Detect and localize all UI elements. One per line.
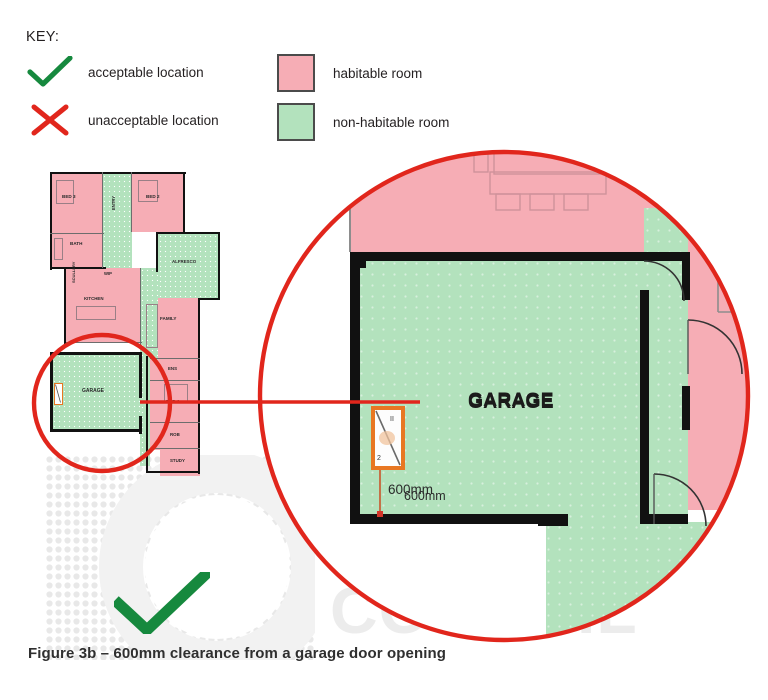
room-entry — [102, 174, 132, 268]
inverter-icon-small — [54, 383, 63, 405]
label-alfresco: ALFRESCO — [172, 259, 197, 264]
dimension-label: 600mm — [404, 489, 446, 503]
cross-icon — [26, 103, 74, 137]
inverter-icon-detail: II 2 — [371, 406, 405, 470]
key-entry-habitable: habitable room — [277, 54, 422, 92]
pink-swatch-icon — [277, 54, 315, 92]
label-garage-small: GARAGE — [82, 388, 104, 394]
key-label-unacceptable: unacceptable location — [88, 112, 219, 128]
label-bed3: BED 3 — [62, 194, 76, 199]
label-bed1: BED 1 — [166, 399, 180, 404]
label-ens: ENS — [168, 366, 178, 371]
label-wip: WIP — [104, 271, 112, 276]
room-ens — [150, 360, 200, 382]
room-bath — [52, 234, 102, 268]
label-kitchen: KITCHEN — [84, 296, 104, 301]
room-kitchen — [66, 268, 140, 342]
room-bed3 — [52, 174, 102, 234]
label-bed2: BED 2 — [146, 194, 160, 199]
small-floor-plan: BED 3 ENTRY BED 2 BATH WIP SCULLERY KITC… — [46, 168, 232, 478]
key-entry-unacceptable: unacceptable location — [26, 103, 219, 137]
key-label-acceptable: acceptable location — [88, 64, 204, 80]
verdict-check-icon — [114, 572, 210, 634]
check-icon — [26, 55, 74, 89]
key-title: KEY: — [26, 29, 60, 45]
key-label-habitable: habitable room — [333, 65, 423, 81]
label-entry: ENTRY — [111, 195, 116, 210]
room-alfresco — [158, 234, 220, 298]
key-label-non-habitable: non-habitable room — [333, 114, 450, 130]
label-family: FAMILY — [160, 316, 177, 321]
label-scullery: SCULLERY — [71, 261, 76, 283]
svg-text:II: II — [390, 416, 394, 423]
label-bath: BATH — [70, 241, 83, 246]
room-rob — [150, 424, 200, 450]
green-swatch-icon — [277, 103, 315, 141]
label-rob: ROB — [170, 432, 180, 437]
label-study: STUDY — [170, 458, 185, 463]
key-entry-acceptable: acceptable location — [26, 55, 204, 89]
figure-caption: Figure 3b – 600mm clearance from a garag… — [28, 645, 447, 662]
detail-room-label: GARAGE — [468, 391, 554, 413]
key-entry-non-habitable: non-habitable room — [277, 103, 449, 141]
room-bed2 — [132, 174, 184, 232]
svg-text:2: 2 — [377, 455, 381, 462]
